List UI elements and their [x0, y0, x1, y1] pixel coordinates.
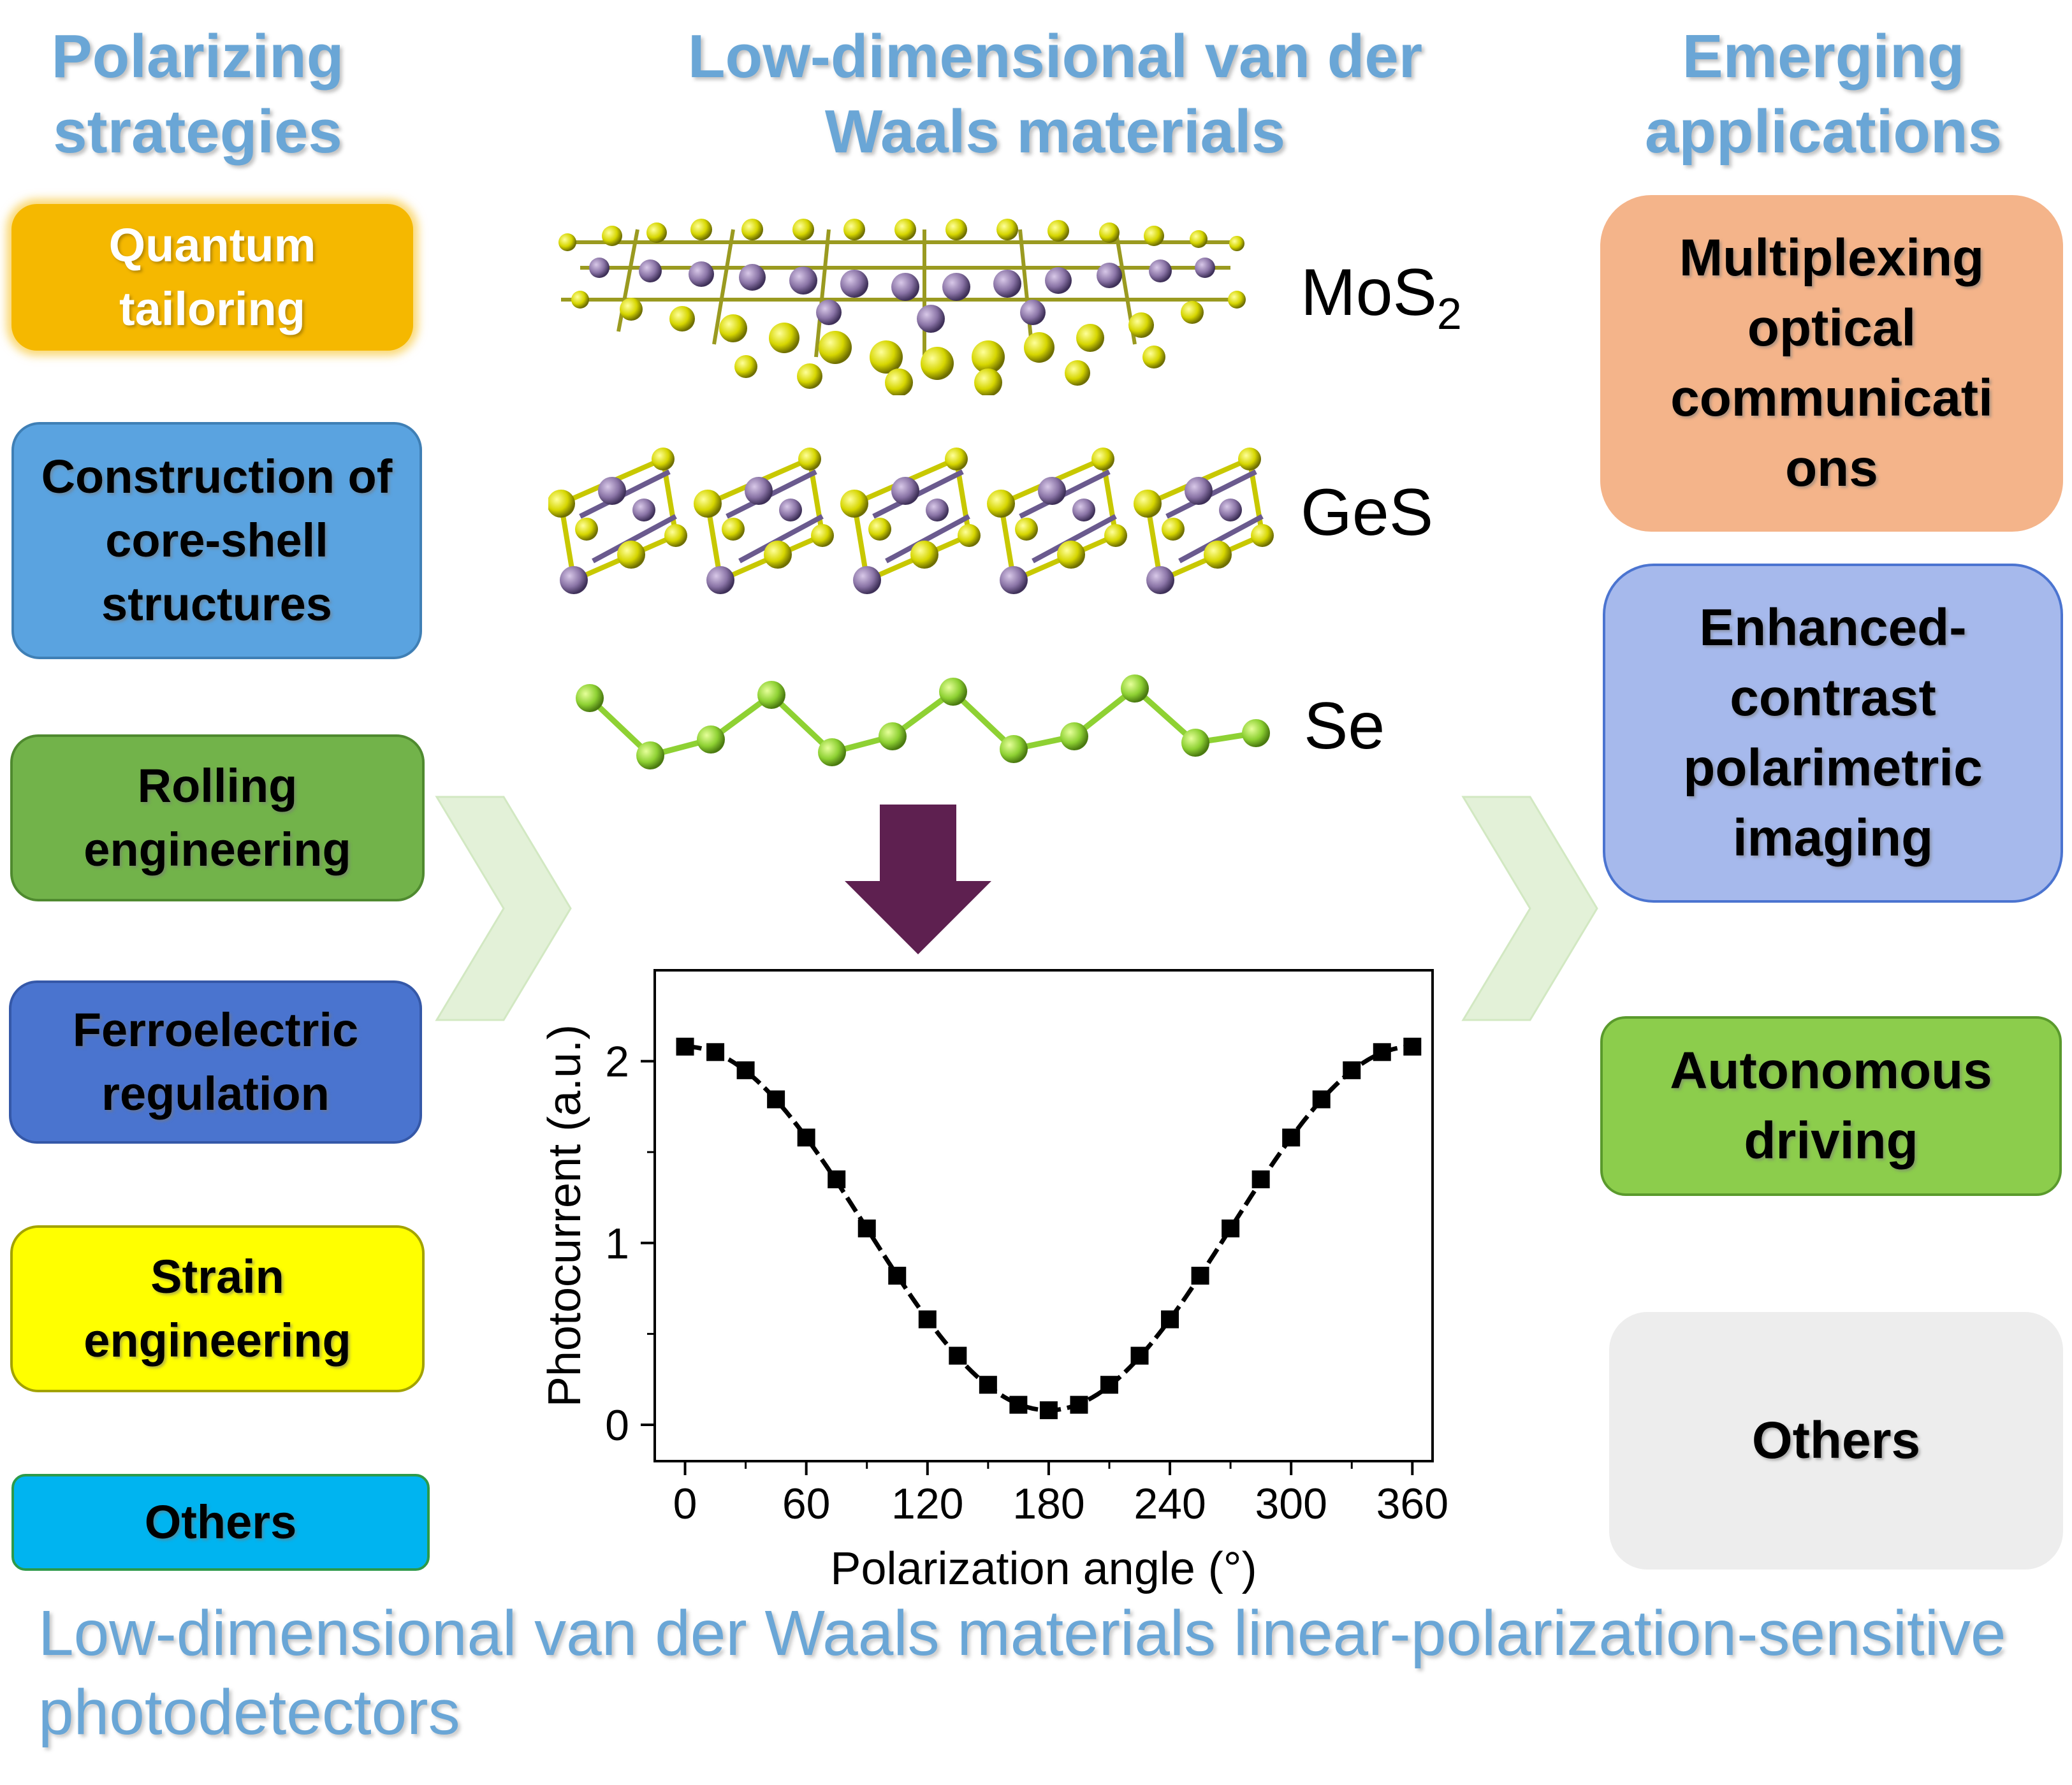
data-point — [1251, 1170, 1270, 1188]
x-tick-label: 120 — [891, 1480, 963, 1528]
y-tick-label: 1 — [605, 1220, 629, 1268]
chevron-right-icon — [1461, 796, 1598, 1021]
strategy-others: Others — [11, 1474, 430, 1571]
photocurrent-chart: 0 60 120 180 240 300 360 0 1 2 Polarization angle… — [539, 969, 1448, 1594]
plot-frame — [653, 969, 1434, 1462]
data-point — [1222, 1219, 1240, 1237]
data-point — [676, 1037, 694, 1056]
down-arrow-icon — [845, 805, 991, 954]
data-point — [949, 1346, 967, 1365]
x-tick-label: 0 — [673, 1480, 697, 1528]
mos2-structure-icon — [558, 219, 1246, 395]
x-axis-label: Polarization angle (°) — [830, 1543, 1257, 1594]
data-point — [1009, 1395, 1028, 1414]
y-tick-label: 0 — [605, 1401, 629, 1450]
material-label-se: Se — [1304, 689, 1385, 763]
data-point — [797, 1128, 815, 1147]
data-point — [888, 1267, 907, 1285]
chevron-left-icon — [435, 796, 572, 1021]
x-tick-label: 60 — [782, 1480, 831, 1528]
heading-emerging-applications: Emerging applications — [1644, 22, 2003, 166]
heading-materials: Low-dimensional van der Waals materials — [687, 22, 1423, 166]
strategy-ferroelectric-regulation: Ferroelectric regulation — [9, 980, 422, 1144]
data-point — [706, 1043, 725, 1061]
application-optical-communications: Multiplexing optical communicati ons — [1600, 195, 2063, 532]
data-point — [857, 1219, 876, 1237]
data-point — [1312, 1090, 1331, 1109]
data-point — [1191, 1267, 1209, 1285]
strategy-rolling-engineering: Rolling engineering — [10, 734, 425, 901]
x-tick-label: 240 — [1134, 1480, 1206, 1528]
data-point — [1403, 1037, 1422, 1056]
y-tick-label: 2 — [605, 1038, 629, 1086]
data-point — [1282, 1128, 1301, 1147]
heading-polarizing-strategies: Polarizing strategies — [51, 22, 344, 166]
x-tick-label: 180 — [1012, 1480, 1084, 1528]
strategy-quantum-tailoring: Quantum tailoring — [11, 204, 413, 351]
se-chain-icon — [576, 674, 1270, 769]
data-point — [1373, 1043, 1391, 1061]
data-point — [1070, 1395, 1088, 1414]
data-point — [767, 1090, 785, 1109]
application-others: Others — [1609, 1312, 2063, 1570]
data-point — [736, 1061, 755, 1079]
material-label-ges: GeS — [1301, 476, 1434, 550]
x-tick-label: 360 — [1376, 1480, 1448, 1528]
data-point — [1100, 1376, 1118, 1394]
application-polarimetric-imaging: Enhanced-contrast polarimetric imaging — [1603, 564, 2063, 903]
strategy-core-shell: Construction of core-shell structures — [11, 422, 422, 659]
material-label-mos2: MoS2 — [1301, 256, 1462, 339]
fit-curve — [685, 1044, 1413, 1413]
application-autonomous-driving: Autonomous driving — [1600, 1016, 2062, 1196]
data-point — [918, 1310, 937, 1329]
data-point — [1130, 1346, 1149, 1365]
y-axis-label: Photocurrent (a.u.) — [539, 1024, 590, 1407]
data-point — [1161, 1310, 1179, 1329]
data-point — [979, 1376, 997, 1394]
ges-structure-icon — [548, 427, 1281, 606]
strategy-strain-engineering: Strain engineering — [10, 1225, 425, 1392]
bottom-title: Low-dimensional van der Waals materials … — [38, 1598, 2006, 1748]
data-point — [1343, 1061, 1361, 1079]
data-point — [1039, 1401, 1058, 1420]
x-tick-label: 300 — [1255, 1480, 1327, 1528]
data-point — [828, 1170, 846, 1188]
